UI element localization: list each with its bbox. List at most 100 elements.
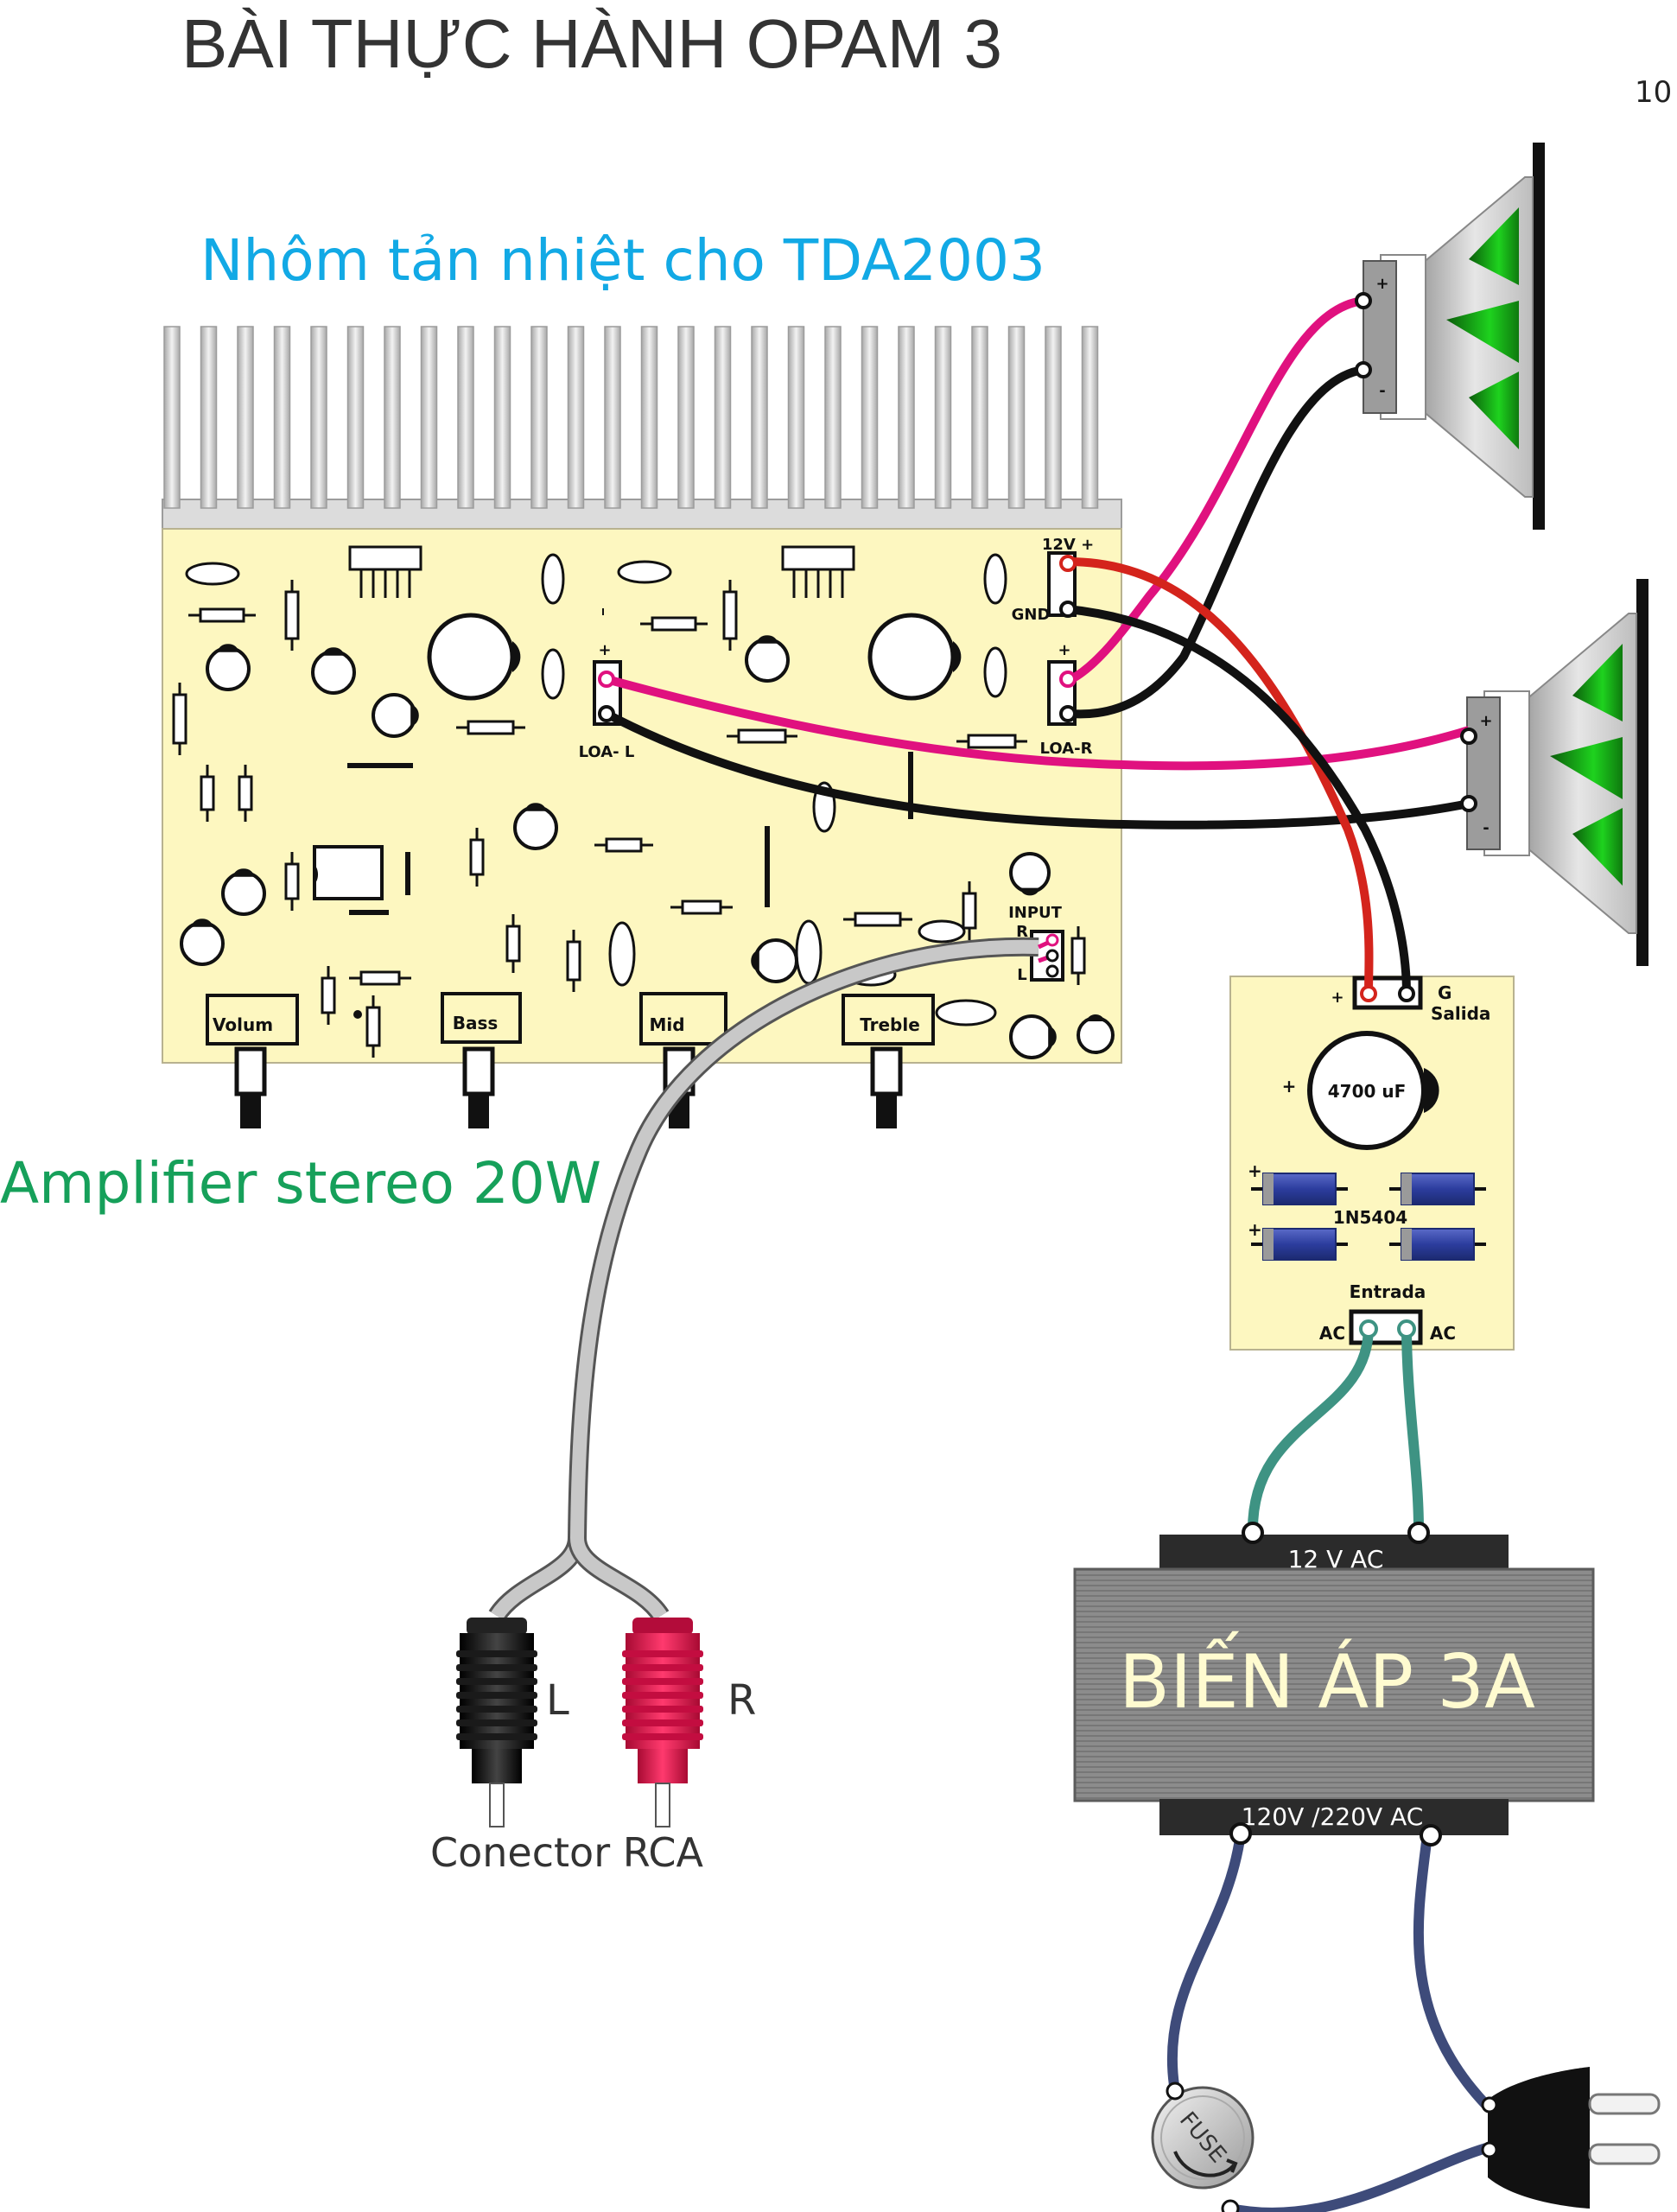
wire-fuse-plug xyxy=(1229,2143,1488,2212)
knob-treble[interactable]: Treble xyxy=(842,994,935,1128)
heatsink-fin xyxy=(604,326,621,509)
heatsink-fin xyxy=(1081,326,1099,509)
resistor xyxy=(321,976,336,1014)
diode-1n5404 xyxy=(1262,1228,1337,1261)
diode-set xyxy=(1251,1173,1486,1261)
capacitor xyxy=(608,921,636,987)
rca-connector-right: R xyxy=(622,1618,756,1827)
rca-grip-rib xyxy=(456,1719,537,1726)
resistor xyxy=(1070,937,1086,975)
heatsink-fin xyxy=(1007,326,1026,509)
loa-r-label: LOA-R xyxy=(1040,740,1093,758)
heatsink-fin xyxy=(420,326,438,509)
rca-grip-rib xyxy=(622,1706,703,1713)
wire-speaker-bottom-minus xyxy=(604,709,1470,830)
diode-band xyxy=(1401,1173,1412,1205)
knob-volum[interactable]: Volum xyxy=(206,994,299,1128)
diode-1n5404 xyxy=(1401,1228,1475,1261)
wire-ac-right xyxy=(1401,1326,1424,1530)
electrolytic-capacitor xyxy=(1009,1014,1054,1059)
wire-speaker-top-plus xyxy=(1069,296,1364,683)
heatsink-fin xyxy=(751,326,768,509)
amplifier-label: Amplifier stereo 20W xyxy=(0,1150,601,1217)
entrada-label: Entrada xyxy=(1350,1281,1426,1302)
speaker-bottom-minus: - xyxy=(1483,819,1489,837)
wire-power-plus xyxy=(1067,557,1374,995)
rca-grip-rib xyxy=(622,1692,703,1699)
heatsink-fin xyxy=(384,326,401,509)
wires xyxy=(488,296,1490,2212)
heatsink-fin xyxy=(640,326,658,509)
speaker-top: + - xyxy=(1363,143,1545,530)
wire-primary-left xyxy=(1166,1833,1246,2092)
capacitor xyxy=(935,999,997,1027)
heatsink-fin xyxy=(200,326,218,509)
heatsink-fin xyxy=(1045,326,1062,509)
speaker-top-minus: - xyxy=(1379,382,1385,400)
heatsink-fin xyxy=(677,326,695,509)
wire-ac-left xyxy=(1248,1326,1374,1530)
input-label: INPUT xyxy=(1008,904,1063,922)
heatsink-fin xyxy=(714,326,732,509)
diode-label: 1N5404 xyxy=(1333,1207,1407,1228)
heatsink-fin xyxy=(457,326,474,509)
diode-1n5404 xyxy=(1262,1173,1337,1205)
psu-output-salida: Salida xyxy=(1431,1003,1490,1024)
page-title: BÀI THỰC HÀNH OPAM 3 xyxy=(181,5,1002,82)
diode-1n5404 xyxy=(1401,1173,1475,1205)
transformer: 12 V AC BIẾN ÁP 3A 120V /220V AC xyxy=(1073,1535,1595,1835)
resistor xyxy=(238,775,253,811)
heatsink xyxy=(162,326,1122,545)
capacitor xyxy=(185,562,240,586)
capacitor-4700uf: 4700 uF + xyxy=(1282,1031,1439,1150)
resistor xyxy=(681,899,722,915)
capacitor xyxy=(983,646,1007,698)
resistor xyxy=(469,838,485,876)
heatsink-fin xyxy=(787,326,805,509)
rca-left-label: L xyxy=(546,1676,569,1725)
rca-caption: Conector RCA xyxy=(430,1829,704,1876)
tda2003-ic-left xyxy=(348,545,422,598)
heatsink-fin xyxy=(567,326,585,509)
loa-r-plus: + xyxy=(1058,641,1070,659)
heatsink-fin xyxy=(530,326,548,509)
rca-grip-rib xyxy=(456,1664,537,1671)
psu-output-g: G xyxy=(1438,982,1451,1003)
rca-grip-rib xyxy=(622,1733,703,1740)
tda2003-ic-right xyxy=(781,545,855,598)
heatsink-fin xyxy=(898,326,915,509)
heatsink-fin xyxy=(346,326,365,509)
power-12v-label: 12V + xyxy=(1042,536,1094,554)
resistor xyxy=(605,837,643,853)
knob-bass[interactable]: Bass xyxy=(441,992,522,1128)
input-r-label: R xyxy=(1016,923,1028,941)
electrolytic-capacitor xyxy=(753,938,798,983)
capacitor xyxy=(918,919,966,944)
resistor xyxy=(467,720,515,735)
resistor xyxy=(284,590,300,640)
capacitor-large-right xyxy=(867,613,962,701)
svg-text:Treble: Treble xyxy=(860,1014,920,1035)
electrolytic-capacitor xyxy=(372,693,416,738)
power-plug xyxy=(1481,2067,1661,2209)
capacitor xyxy=(795,919,823,985)
gnd-label: GND xyxy=(1012,606,1051,624)
resistor xyxy=(722,590,738,640)
capacitor xyxy=(541,648,565,700)
heatsink-fin xyxy=(273,326,291,509)
svg-text:Bass: Bass xyxy=(453,1013,499,1033)
electrolytic-capacitor xyxy=(206,646,251,691)
page-number: 10 xyxy=(1635,75,1672,110)
rca-grip-rib xyxy=(622,1650,703,1657)
heatsink-fin xyxy=(237,326,254,509)
electrolytic-capacitor xyxy=(745,638,790,683)
resistor xyxy=(566,940,581,982)
heatsink-label: Nhôm tản nhiệt cho TDA2003 xyxy=(200,227,1045,294)
capacitor xyxy=(983,553,1007,605)
resistor xyxy=(505,925,521,963)
rca-grip-rib xyxy=(456,1733,537,1740)
electrolytic-capacitor xyxy=(1009,852,1051,893)
wire-power-gnd xyxy=(1067,605,1411,995)
loa-l-plus: + xyxy=(598,641,611,659)
resistor xyxy=(737,728,787,744)
